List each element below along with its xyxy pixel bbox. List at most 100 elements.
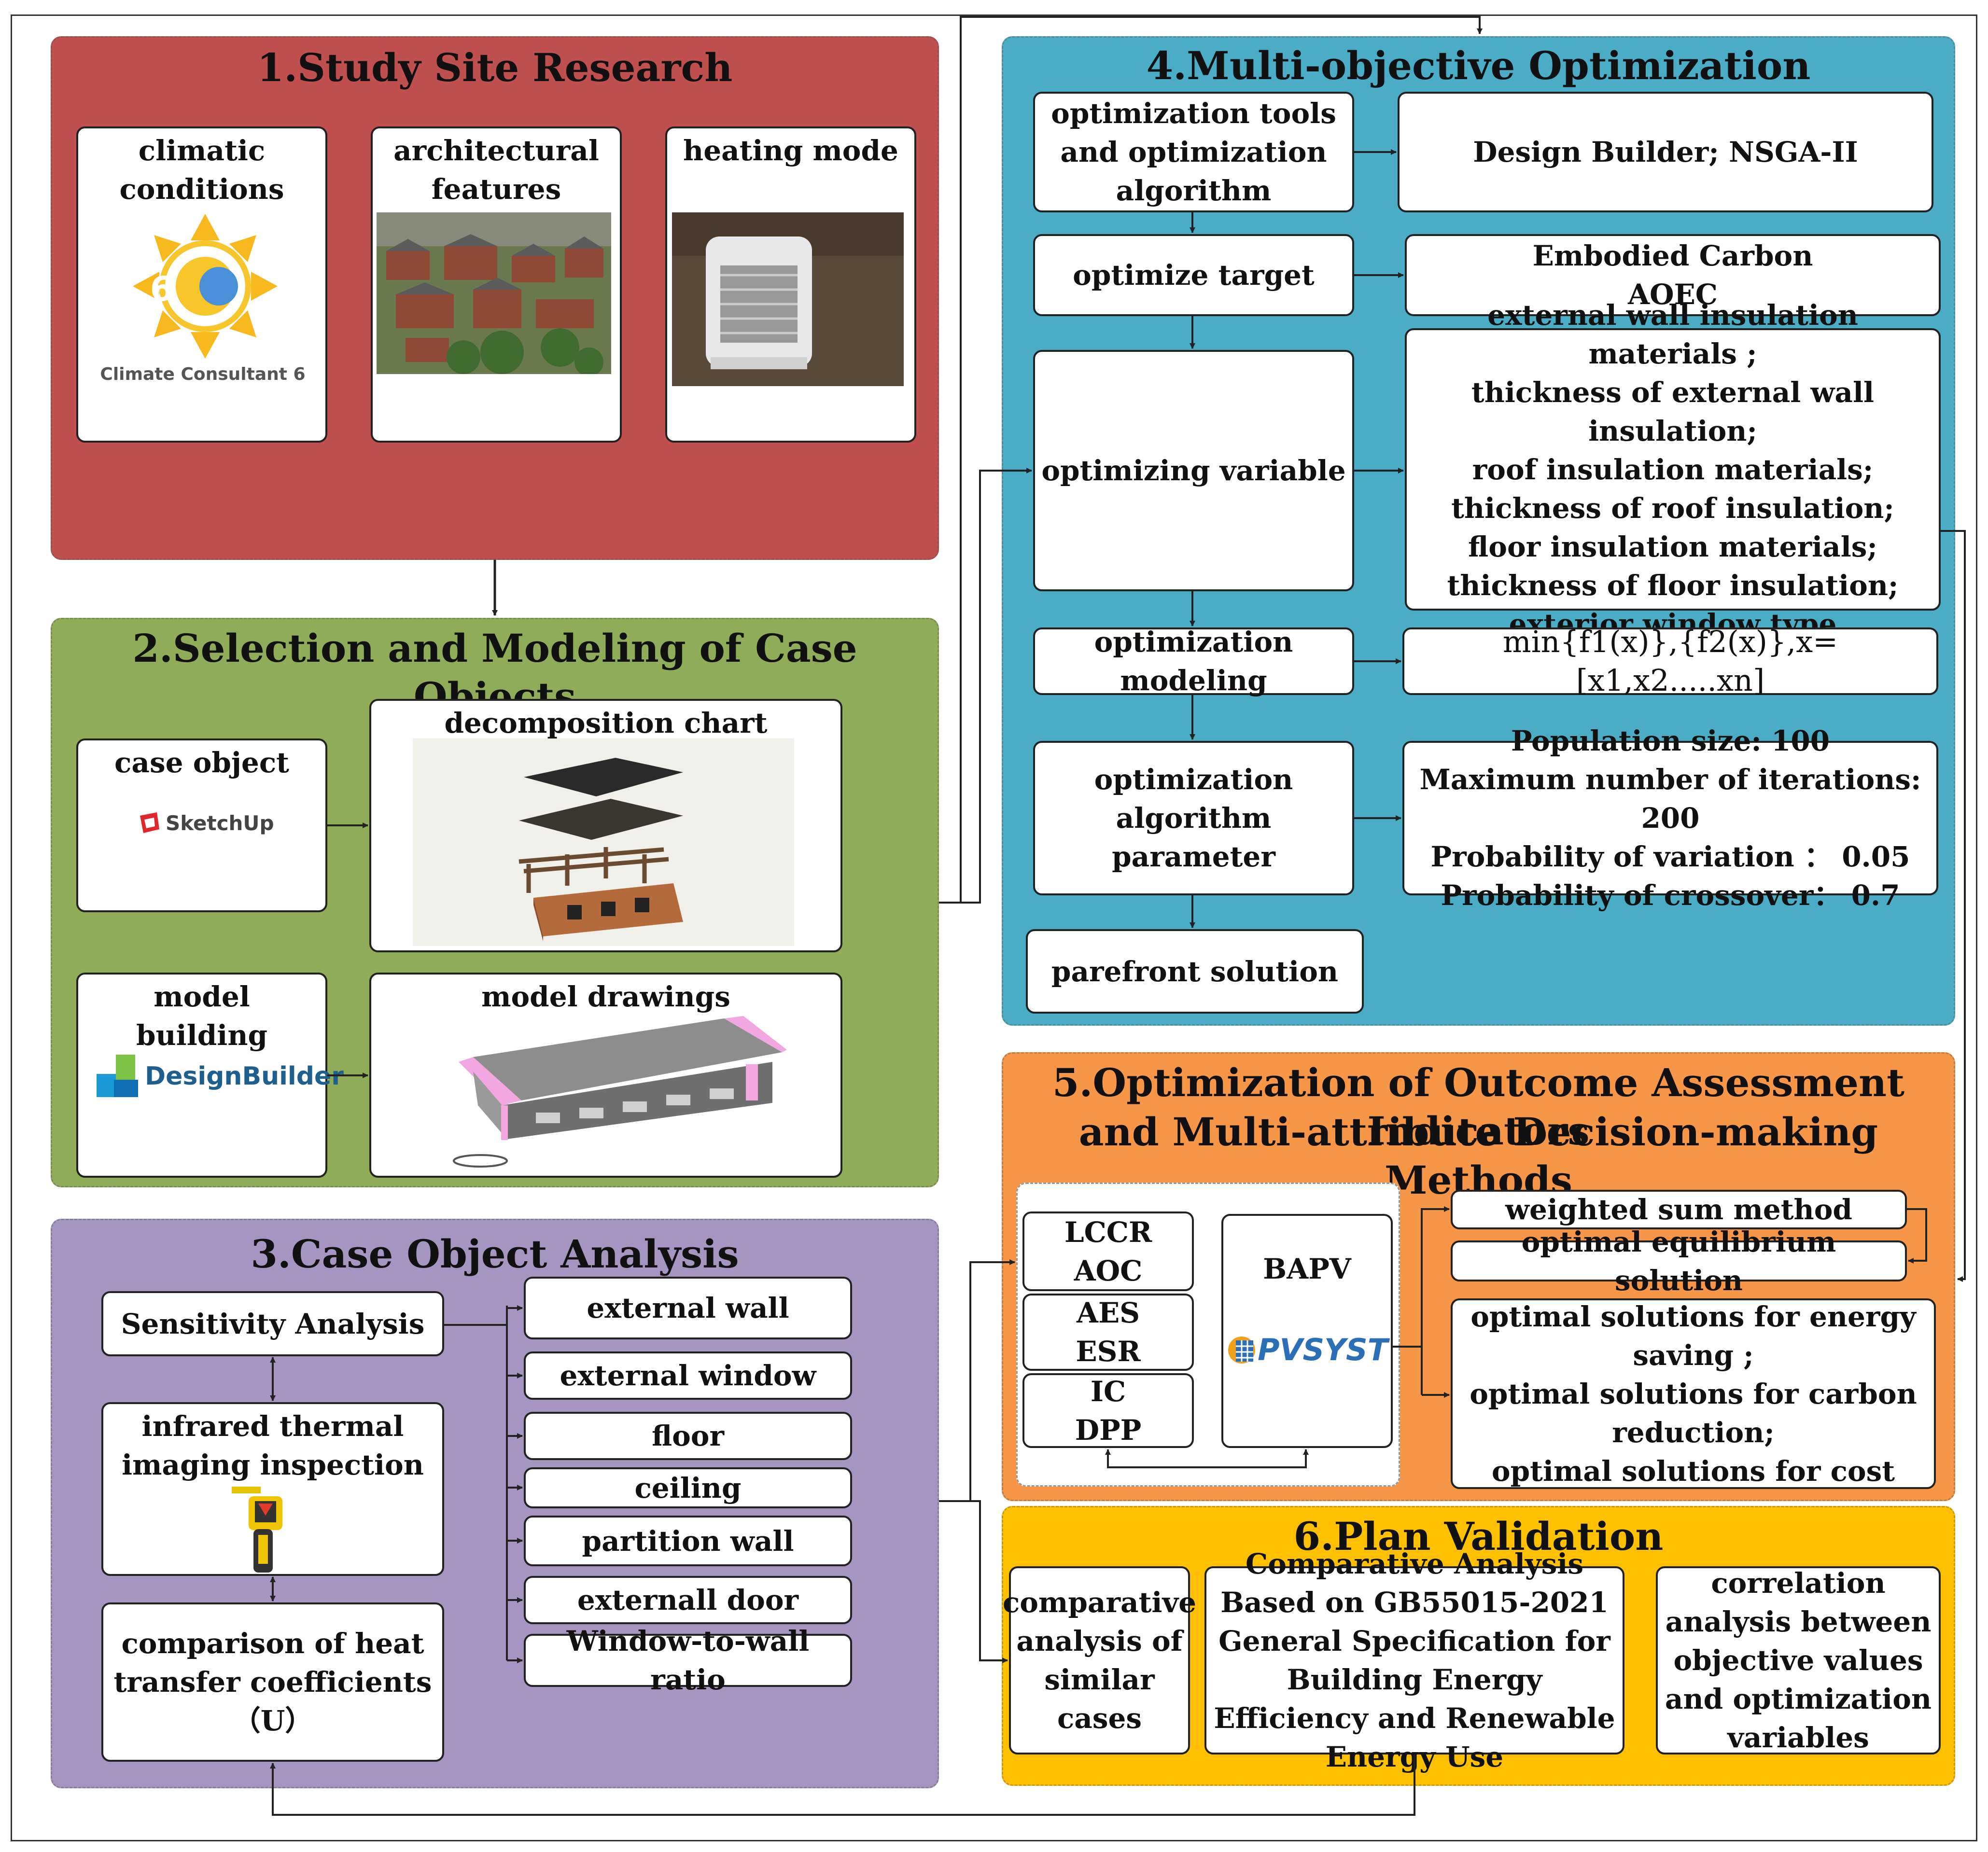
weighted-sum-box: weighted sum method bbox=[1451, 1190, 1907, 1229]
item-external-door: externall door bbox=[524, 1576, 852, 1624]
variable-item: floor insulation materials; bbox=[1468, 530, 1877, 563]
pvsyst-logo: PVSYST bbox=[1226, 1332, 1388, 1367]
equilibrium-solution-box: optimal equilibrium solution bbox=[1451, 1225, 1907, 1297]
target-aoec: AOEC bbox=[1628, 278, 1718, 311]
infrared-inspection-label: infrared thermal imaging inspection bbox=[122, 1410, 424, 1481]
bapv-box: BAPV bbox=[1221, 1214, 1393, 1448]
panel3-title: 3.Case Object Analysis bbox=[251, 1231, 739, 1277]
indicator-esr: ESR bbox=[1076, 1335, 1141, 1368]
optimal-solution-line: reduction; bbox=[1612, 1416, 1775, 1449]
indicator-aoc: AOC bbox=[1074, 1254, 1143, 1287]
thermal-camera-icon bbox=[232, 1487, 282, 1573]
parefront-solution-box: parefront solution bbox=[1026, 929, 1364, 1014]
parefront-solution-label: parefront solution bbox=[1051, 955, 1339, 988]
optimal-solution-line: optimal solutions for energy bbox=[1470, 1300, 1916, 1333]
panel5-title-line2: and Multi-attribute Decision-making Meth… bbox=[1078, 1109, 1878, 1203]
model-formula-box: min{f1(x)},{f2(x)},x=[x1,x2.....xn] bbox=[1402, 624, 1938, 698]
design-builder-nsga-label: Design Builder; NSGA-II bbox=[1473, 136, 1858, 168]
variable-item: roof insulation materials; bbox=[1472, 453, 1874, 486]
correlation-analysis-label: correlation analysis between objective v… bbox=[1665, 1567, 1932, 1754]
item-window-to-wall-ratio-label: Window-to-wall ratio bbox=[566, 1625, 810, 1696]
indicator-lccr-aoc: LCCR AOC bbox=[1022, 1211, 1194, 1291]
optimizing-variable-box: optimizing variable bbox=[1033, 350, 1354, 591]
climatic-conditions-label: climatic conditions bbox=[119, 134, 284, 206]
sketchup-icon bbox=[140, 812, 159, 833]
case-object-box: case object bbox=[76, 738, 327, 912]
sketchup-logo-text: SketchUp bbox=[166, 811, 274, 835]
algorithm-parameter-box: optimization algorithm parameter bbox=[1033, 741, 1354, 895]
indicator-aes: AES bbox=[1076, 1296, 1140, 1329]
parameter-item: Maximum number of iterations: 200 bbox=[1419, 763, 1921, 835]
similar-cases-label: comparative analysis of similar cases bbox=[1002, 1586, 1197, 1735]
model-formula: min{f1(x)},{f2(x)},x=[x1,x2.....xn] bbox=[1502, 624, 1838, 698]
item-floor-label: floor bbox=[651, 1420, 725, 1452]
item-floor: floor bbox=[524, 1412, 852, 1460]
panel1-title: 1.Study Site Research bbox=[257, 45, 733, 90]
parameter-item: Population size: 100 bbox=[1511, 724, 1830, 757]
item-partition-wall-label: partition wall bbox=[582, 1524, 794, 1558]
panel6-title: 6.Plan Validation bbox=[1293, 1514, 1664, 1559]
item-external-wall-label: external wall bbox=[587, 1292, 789, 1324]
decomposition-chart-label: decomposition chart bbox=[444, 707, 768, 739]
designbuilder-logo: DesignBuilder bbox=[97, 1055, 344, 1098]
variable-item: external wall insulation materials ; bbox=[1487, 298, 1858, 370]
algorithm-parameter-label: optimization algorithm parameter bbox=[1094, 763, 1293, 873]
optimize-target-box: optimize target bbox=[1033, 234, 1354, 316]
optimal-solution-line: saving ; bbox=[1633, 1338, 1754, 1372]
gb55015-analysis-box: Comparative Analysis Based on GB55015-20… bbox=[1204, 1547, 1624, 1773]
parameter-item: Probability of variation ： 0.05 bbox=[1430, 840, 1910, 873]
optimization-modeling-label: optimization modeling bbox=[1094, 626, 1293, 697]
climate-consultant-number: 6 bbox=[150, 269, 174, 309]
design-builder-nsga-box: Design Builder; NSGA-II bbox=[1398, 92, 1933, 212]
exploded-building-illustration bbox=[413, 738, 794, 946]
item-external-window-label: external window bbox=[560, 1359, 816, 1392]
panel2-title: 2.Selection and Modeling of Case Objects bbox=[132, 626, 857, 719]
designbuilder-icon bbox=[97, 1055, 138, 1097]
parameters-box: Population size: 100 Maximum number of i… bbox=[1402, 724, 1938, 912]
heat-transfer-comparison-box: comparison of heat transfer coefficients… bbox=[101, 1602, 444, 1762]
model-building-box: model building bbox=[76, 973, 327, 1178]
optimization-tools-box: optimization tools and optimization algo… bbox=[1033, 92, 1354, 212]
optimizing-variable-label: optimizing variable bbox=[1041, 454, 1346, 487]
pvsyst-logo-text: PVSYST bbox=[1258, 1332, 1388, 1367]
item-window-to-wall-ratio: Window-to-wall ratio bbox=[524, 1625, 852, 1696]
optimize-target-label: optimize target bbox=[1073, 259, 1315, 292]
designbuilder-logo-text: DesignBuilder bbox=[145, 1062, 344, 1091]
pvsyst-icon bbox=[1228, 1336, 1255, 1364]
heating-mode-label: heating mode bbox=[683, 134, 898, 167]
variable-item: thickness of external wall insulation; bbox=[1471, 376, 1875, 447]
model-drawings-label: model drawings bbox=[481, 980, 730, 1013]
item-partition-wall: partition wall bbox=[524, 1516, 852, 1566]
optimal-solution-line: optimal solutions for carbon bbox=[1470, 1377, 1917, 1410]
climate-consultant-sun-icon bbox=[133, 214, 278, 359]
item-external-wall: external wall bbox=[524, 1277, 852, 1339]
indicator-ic-dpp: IC DPP bbox=[1022, 1373, 1194, 1448]
target-values-box: Embodied Carbon AOEC bbox=[1405, 234, 1941, 316]
diagram-frame bbox=[11, 14, 1977, 1841]
parameter-item: Probability of crossover： 0.7 bbox=[1441, 879, 1900, 912]
variable-item: thickness of floor insulation; bbox=[1447, 569, 1899, 602]
gb55015-analysis-label: Comparative Analysis Based on GB55015-20… bbox=[1214, 1547, 1615, 1773]
item-external-door-label: externall door bbox=[577, 1584, 799, 1616]
panel5-title-line1: 5.Optimization of Outcome Assessment Ind… bbox=[1052, 1060, 1905, 1154]
item-ceiling-label: ceiling bbox=[634, 1471, 742, 1504]
architectural-features-label: architectural features bbox=[393, 134, 599, 206]
bapv-label: BAPV bbox=[1263, 1253, 1351, 1285]
climate-consultant-logo-text: Climate Consultant 6 bbox=[100, 364, 306, 384]
optimal-solution-line: optimal solutions for cost bbox=[1491, 1454, 1895, 1488]
weighted-sum-label: weighted sum method bbox=[1505, 1193, 1852, 1226]
optimal-solutions-box: optimal solutions for energy saving ; op… bbox=[1451, 1298, 1936, 1489]
optimization-modeling-box: optimization modeling bbox=[1033, 626, 1354, 697]
indicator-lccr: LCCR bbox=[1064, 1215, 1152, 1249]
sensitivity-analysis-box: Sensitivity Analysis bbox=[101, 1291, 444, 1356]
sketchup-logo: SketchUp bbox=[138, 811, 274, 835]
indicator-dpp: DPP bbox=[1075, 1413, 1142, 1447]
heat-transfer-comparison-label: comparison of heat transfer coefficients… bbox=[113, 1627, 432, 1737]
item-ceiling: ceiling bbox=[524, 1467, 852, 1508]
sensitivity-analysis-label: Sensitivity Analysis bbox=[121, 1307, 425, 1340]
village-photo bbox=[377, 212, 611, 374]
variable-item: thickness of roof insulation; bbox=[1451, 491, 1894, 525]
optimization-tools-label: optimization tools and optimization algo… bbox=[1051, 97, 1336, 207]
electric-heater-photo bbox=[672, 212, 904, 386]
